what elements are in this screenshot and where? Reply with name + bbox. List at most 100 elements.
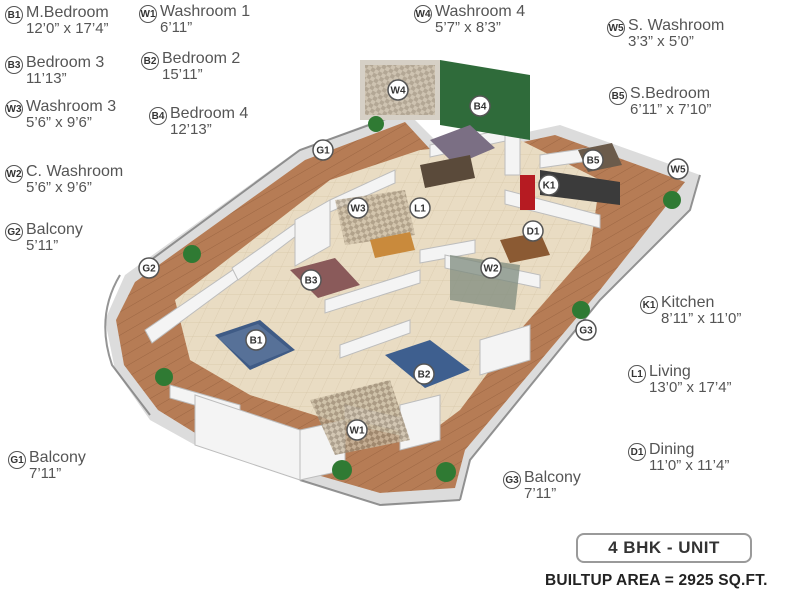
plan-marker-b5 [582,149,604,171]
plan-marker-label-w4: W4 [391,86,406,97]
legend-size: 7’11” [524,485,557,502]
plan-marker-b1 [245,329,267,351]
legend-size: 6’11” [160,19,193,36]
plan-marker-label-d1: D1 [527,227,540,238]
plan-marker-label-k1: K1 [543,181,556,192]
plan-marker-w3 [347,197,369,219]
legend-name: Bedroom 4 [170,105,249,122]
legend-size: 5’6” x 9’6” [26,114,92,131]
legend-item-b5: B5 S.Bedroom 6’11” x 7’10” [609,86,711,118]
legend-name: Living [649,363,691,380]
plan-marker-g3 [575,319,597,341]
badge-w3: W3 [5,100,23,118]
plan-marker-label-b3: B3 [305,276,318,287]
plan-marker-label-g3: G3 [579,326,593,337]
plan-marker-w5 [667,158,689,180]
plan-marker-label-b4: B4 [474,102,487,113]
badge-g2: G2 [5,223,23,241]
badge-g3: G3 [503,471,521,489]
living-sofa [370,155,475,258]
badge-b2: B2 [141,52,159,70]
badge-b1: B1 [5,6,23,24]
legend-item-b4: B4 Bedroom 4 12’13” [149,106,248,138]
plan-marker-label-b5: B5 [587,156,600,167]
legend-name: M.Bedroom [26,4,109,21]
plan-marker-label-w5: W5 [671,165,686,176]
badge-w5: W5 [607,19,625,37]
legend-item-g3: G3 Balcony 7’11” [503,470,581,502]
legend-size: 11’0” x 11’4” [649,457,730,474]
badge-b4: B4 [149,107,167,125]
legend-size: 5’6” x 9’6” [26,179,92,196]
legend-size: 12’13” [170,121,212,138]
legend-item-d1: D1 Dining 11’0” x 11’4” [628,442,729,474]
plan-marker-g1 [312,139,334,161]
legend-size: 11’13” [26,70,67,87]
legend-name: Dining [649,441,695,458]
plants [155,116,681,482]
legend-item-b1: B1 M.Bedroom 12’0” x 17’4” [5,5,109,37]
legend-name: S.Bedroom [630,85,711,102]
plan-marker-w4 [387,79,409,101]
badge-w2: W2 [5,165,23,183]
legend-size: 15’11” [162,66,203,83]
legend-name: Washroom 4 [435,3,526,20]
plan-marker-label-w3: W3 [351,204,366,215]
plan-marker-k1 [538,174,560,196]
legend-item-k1: K1 Kitchen 8’11” x 11’0” [640,295,741,327]
legend-name: Kitchen [661,294,715,311]
legend-name: Balcony [524,469,581,486]
legend-name: Washroom 1 [160,3,251,20]
builtup-area-label: BUILTUP AREA = 2925 SQ.FT. [545,572,768,589]
kitchen-counter [520,170,620,210]
legend-name: S. Washroom [628,17,725,34]
legend-name: Balcony [26,221,83,238]
plan-marker-d1 [522,220,544,242]
legend-item-w4: W4 Washroom 4 5’7” x 8’3” [414,4,525,36]
badge-l1: L1 [628,365,646,383]
legend-item-g1: G1 Balcony 7’11” [8,450,86,482]
badge-k1: K1 [640,296,658,314]
legend-size: 3’3” x 5’0” [628,33,694,50]
legend-item-b2: B2 Bedroom 2 15’11” [141,51,240,83]
badge-g1: G1 [8,451,26,469]
badge-b3: B3 [5,56,23,74]
plan-marker-b3 [300,269,322,291]
legend-item-g2: G2 Balcony 5’11” [5,222,83,254]
plan-marker-w2 [480,257,502,279]
legend-size: 5’11” [26,237,59,254]
unit-type-label: 4 BHK - UNIT [576,533,752,563]
badge-b5: B5 [609,87,627,105]
legend-size: 12’0” x 17’4” [26,20,109,37]
legend-name: Bedroom 3 [26,54,105,71]
plan-marker-label-w2: W2 [484,264,499,275]
plan-marker-w1 [346,419,368,441]
plan-marker-g2 [138,257,160,279]
plan-marker-label-w1: W1 [350,426,365,437]
legend-size: 5’7” x 8’3” [435,19,501,36]
washroom-tiles [310,190,520,455]
plan-marker-label-l1: L1 [414,204,426,215]
badge-w1: W1 [139,5,157,23]
plan-marker-l1 [409,197,431,219]
legend-name: Bedroom 2 [162,50,241,67]
legend-size: 7’11” [29,465,62,482]
legend-name: Washroom 3 [26,98,117,115]
plan-marker-label-b1: B1 [250,336,263,347]
plan-marker-label-b2: B2 [418,370,431,381]
plan-marker-b4 [469,95,491,117]
legend-size: 13’0” x 17’4” [649,379,732,396]
legend-item-w5: W5 S. Washroom 3’3” x 5’0” [607,18,724,50]
legend-name: C. Washroom [26,163,124,180]
badge-w4: W4 [414,5,432,23]
plan-marker-b2 [413,363,435,385]
legend-item-l1: L1 Living 13’0” x 17’4” [628,364,732,396]
legend-size: 6’11” x 7’10” [630,101,712,118]
legend-name: Balcony [29,449,86,466]
legend-item-w3: W3 Washroom 3 5’6” x 9’6” [5,99,116,131]
legend-size: 8’11” x 11’0” [661,310,742,327]
legend-item-w1: W1 Washroom 1 6’11” [139,4,250,36]
legend-item-w2: W2 C. Washroom 5’6” x 9’6” [5,164,123,196]
